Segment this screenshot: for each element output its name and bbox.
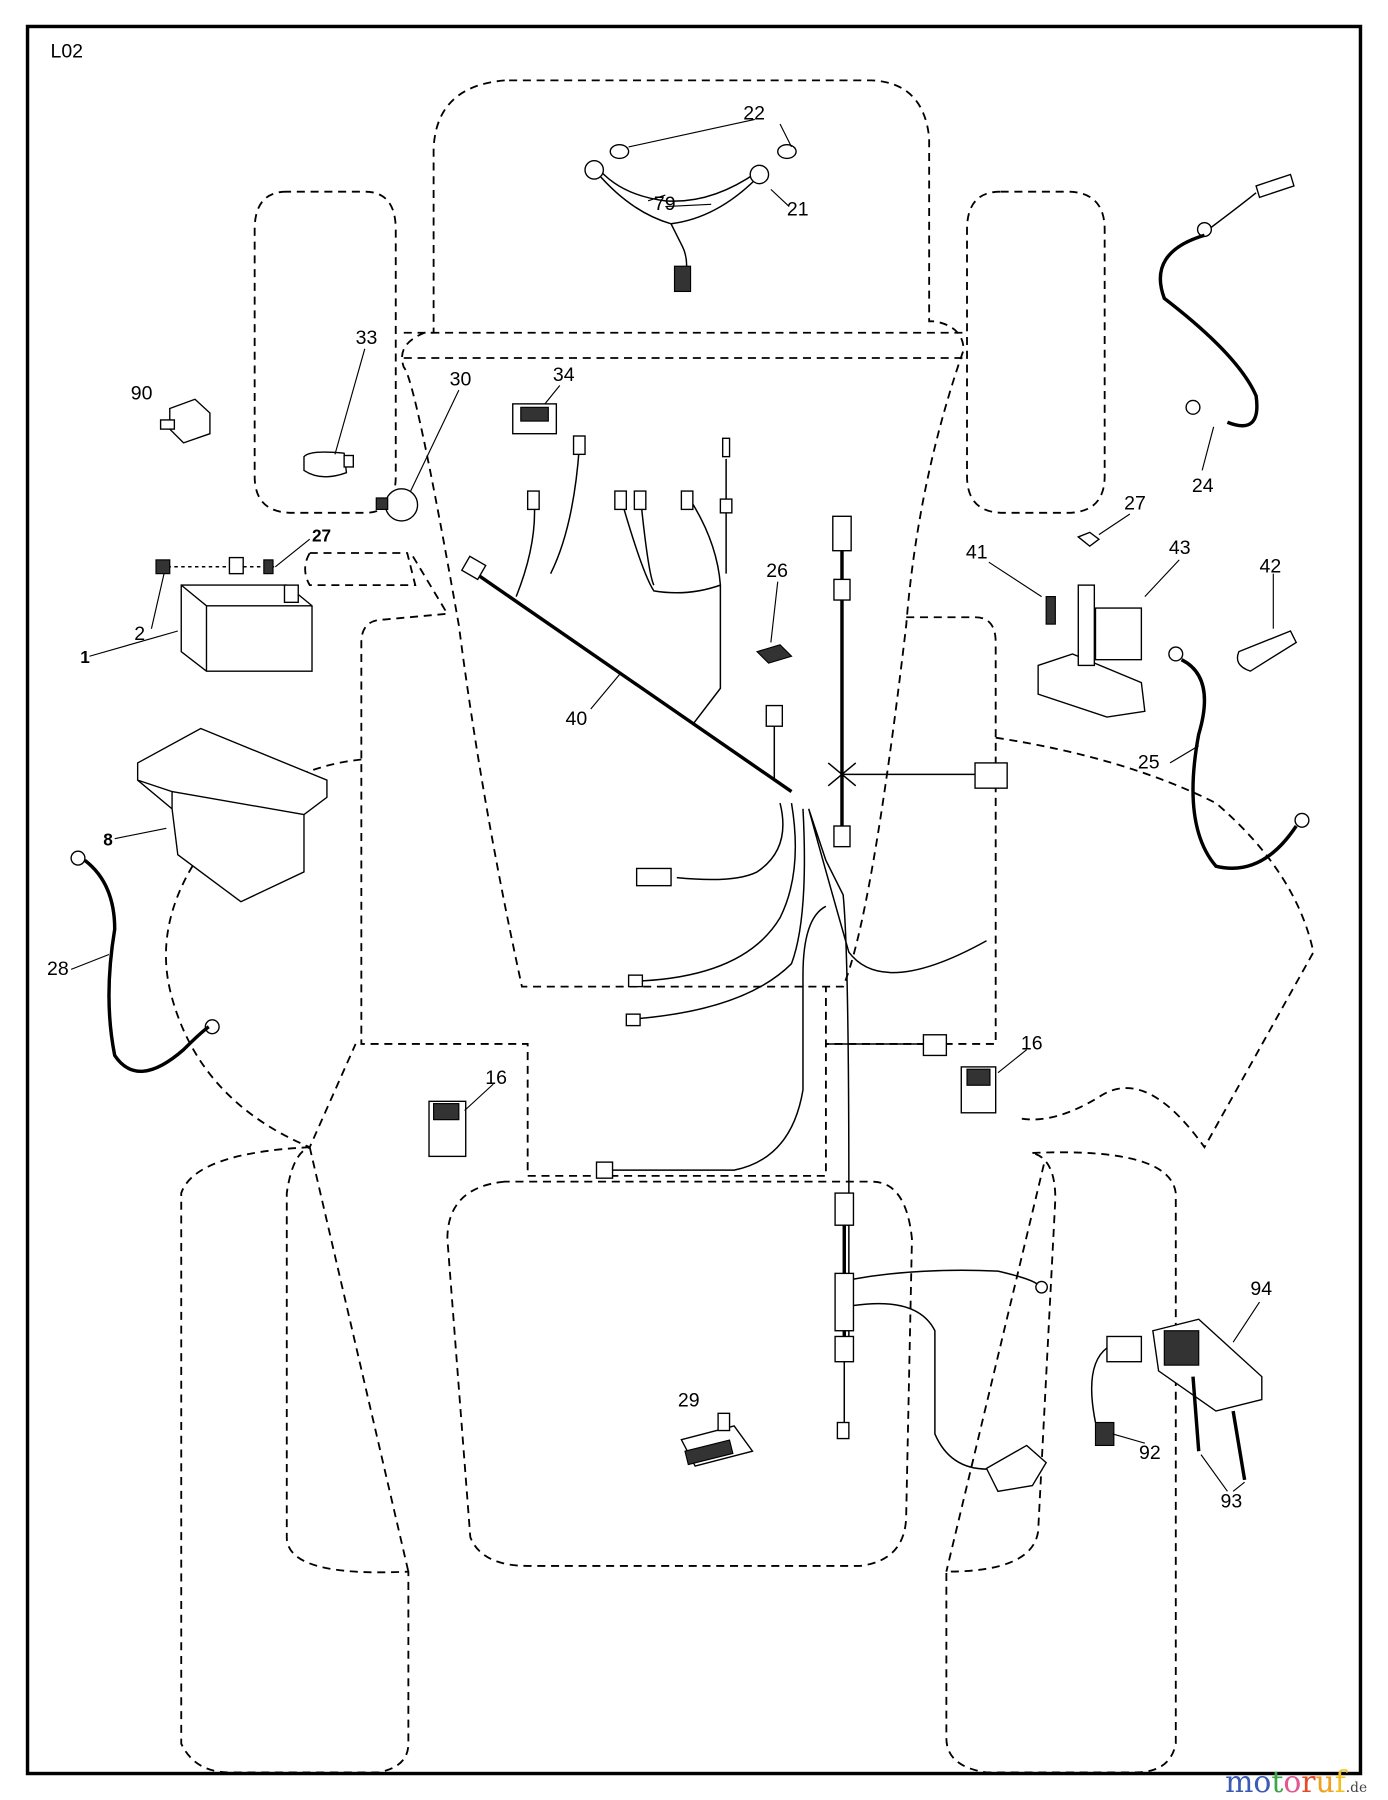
callout-79: 79 [654,193,676,215]
part-92-connector [1090,1335,1145,1447]
part-16-left [428,1083,494,1158]
callout-42: 42 [1260,556,1282,578]
part-30-ignition [375,389,460,522]
part-26-fuse [756,581,793,664]
callout-27: 27 [1124,492,1146,514]
callout-28: 28 [47,958,69,980]
part-33-key [303,348,366,478]
callout-24: 24 [1192,475,1214,497]
vertical-harness [825,515,1048,1493]
part-8-tray [114,727,328,903]
part-93-screws [1191,1376,1247,1492]
part-25-cable [1168,646,1310,870]
part-94-module [1152,1301,1263,1412]
part-90 [159,398,211,444]
part-42-boot [1236,573,1298,672]
page-code: L02 [50,40,83,62]
part-16-right [960,1049,1028,1114]
callout-27-battery: 27 [312,526,331,546]
callout-30: 30 [450,369,472,391]
main-harness [460,435,987,1354]
callout-40: 40 [566,708,588,730]
part-24-cable [1158,173,1295,471]
callout-41: 41 [966,542,988,564]
callout-92: 92 [1139,1442,1161,1464]
callout-8: 8 [103,830,113,850]
callout-33: 33 [356,327,378,349]
callout-21: 21 [787,199,809,221]
callouts: 22 79 21 33 30 90 34 27 2 1 8 28 40 26 2… [47,102,1281,1512]
callout-25: 25 [1138,752,1160,774]
callout-16-right: 16 [1021,1033,1043,1055]
callout-26: 26 [766,560,788,582]
callout-93: 93 [1221,1490,1243,1512]
tractor-outline [165,79,1315,1774]
callout-16-left: 16 [485,1067,507,1089]
callout-22: 22 [743,102,765,124]
callout-2: 2 [134,623,145,645]
watermark-logo: motoruf.de [1225,1765,1367,1800]
callout-1: 1 [80,647,90,667]
part-28-cable [70,850,220,1073]
part-43-solenoid [988,513,1180,718]
callout-90: 90 [131,382,153,404]
part-1-battery [89,538,313,672]
callout-29: 29 [678,1389,700,1411]
headlight-harness [584,118,797,293]
svg-text:motoruf.de: motoruf.de [1225,1765,1367,1800]
frame [25,24,1363,1776]
part-34-switch [512,385,561,435]
part-29-switch [680,1412,754,1467]
callout-34: 34 [553,364,575,386]
callout-94: 94 [1250,1278,1272,1300]
callout-43: 43 [1169,537,1191,559]
